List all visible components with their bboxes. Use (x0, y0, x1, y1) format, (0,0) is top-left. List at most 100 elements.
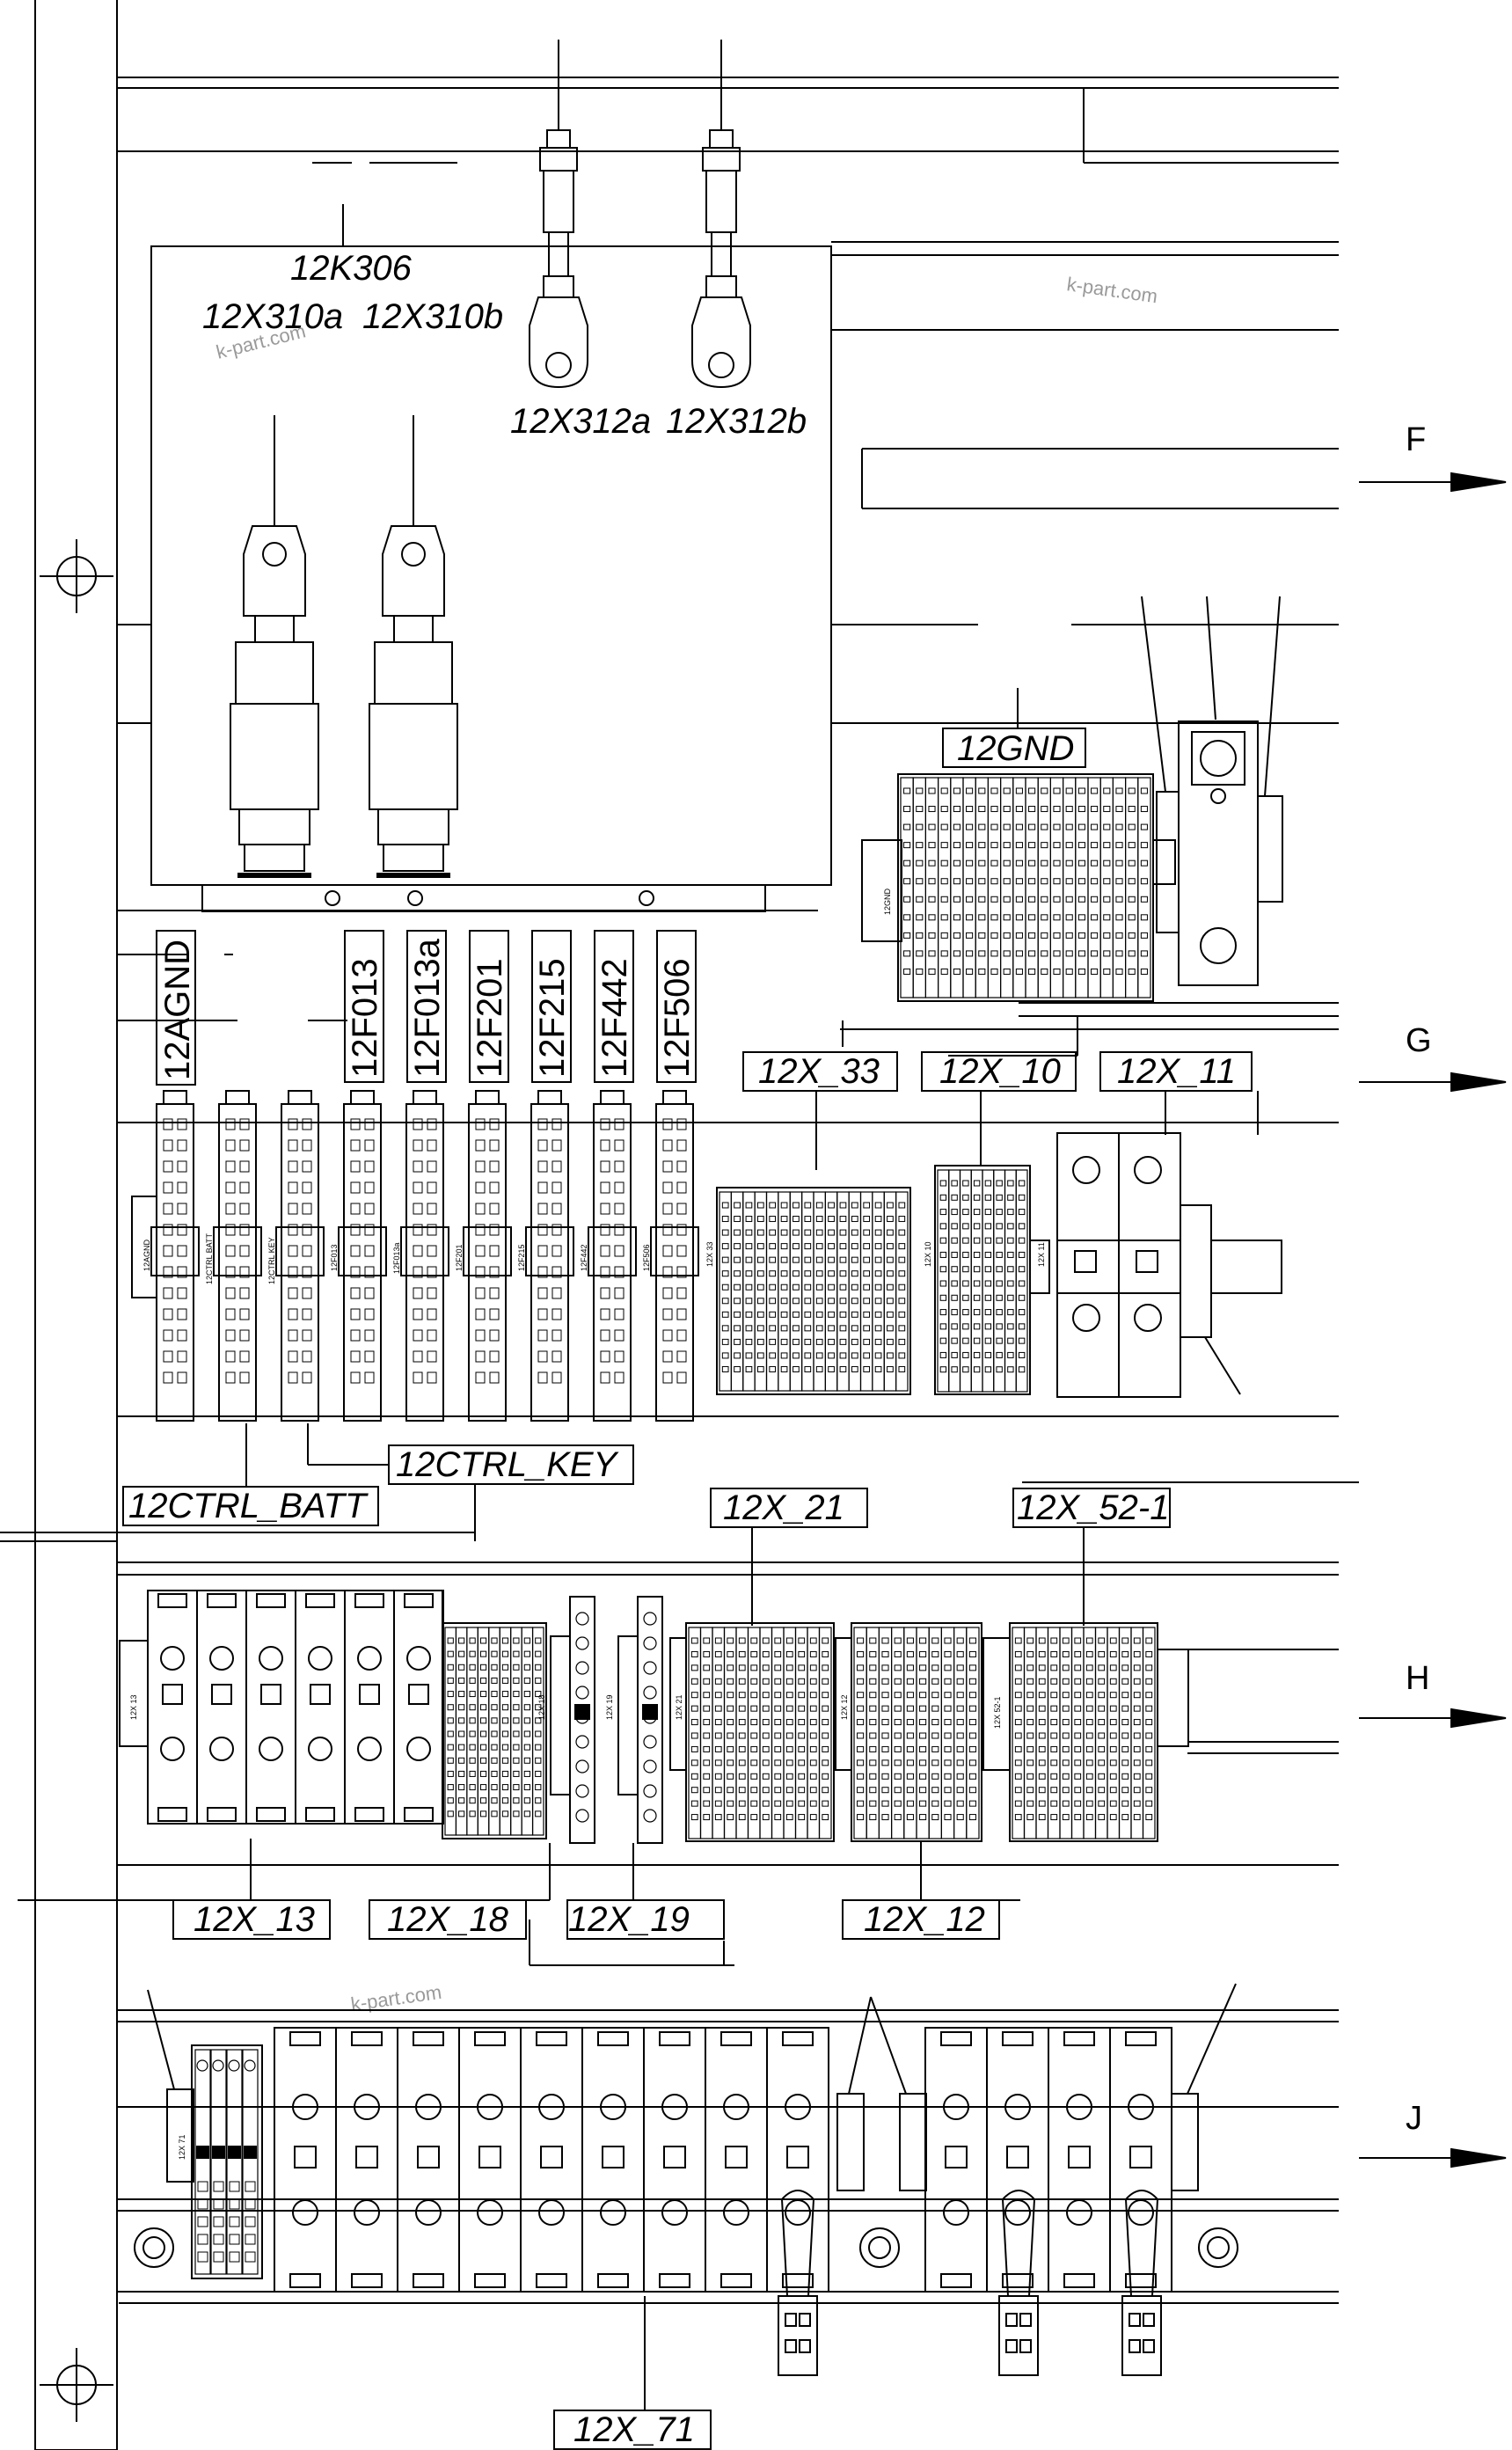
terminal-cutout (966, 896, 974, 903)
terminal-cutout (874, 1352, 882, 1359)
terminal-cutout (1115, 968, 1123, 975)
terminal-cutout (762, 1787, 770, 1794)
terminal-cutout (197, 2181, 208, 2192)
terminal-cutout (1018, 1237, 1026, 1244)
screw-terminal (538, 2094, 565, 2120)
label-12x11: 12X_11 (1117, 1052, 1236, 1091)
terminal-cutout (469, 1770, 476, 1777)
terminal-cutout (225, 1224, 236, 1236)
terminal-cutout (703, 1732, 711, 1739)
terminal-cutout (863, 1216, 871, 1223)
terminal-cutout (928, 878, 936, 885)
vlabel-12f506: 12F506 (658, 958, 697, 1078)
terminal-cutout (213, 2198, 224, 2210)
terminal-cutout (479, 1717, 487, 1724)
terminal-cutout (479, 1744, 487, 1751)
j-label-box (553, 2296, 712, 2450)
terminal-cutout (551, 1224, 562, 1236)
terminal-cutout (984, 1280, 992, 1287)
terminal-cutout (1098, 1664, 1106, 1671)
terminal-cutout (931, 1650, 939, 1657)
terminal-cutout (614, 1287, 625, 1299)
terminal-cutout (364, 1224, 375, 1236)
fuse-terminal (218, 1103, 257, 1422)
terminal-square (228, 2146, 241, 2159)
terminal-cutout (780, 1256, 788, 1263)
terminal-cutout (851, 1325, 858, 1332)
terminal-cutout (968, 1664, 976, 1671)
terminal-cutout (780, 1243, 788, 1250)
terminal-cutout (413, 1160, 423, 1173)
terminal-cutout (978, 968, 986, 975)
terminal-cutout (1014, 1787, 1022, 1794)
terminal-cutout (163, 1308, 173, 1320)
terminal-cutout (288, 1371, 298, 1384)
terminal-cutout (1098, 1745, 1106, 1752)
terminal-cutout (1053, 968, 1061, 975)
terminal-cutout (956, 1800, 964, 1807)
terminal-module-cap (1063, 2273, 1095, 2288)
terminal-cutout (815, 1325, 823, 1332)
terminal-module (986, 2027, 1049, 2293)
terminal-cutout (928, 950, 936, 957)
terminal-cutout (851, 1284, 858, 1291)
fuse-plug-slot (1143, 2339, 1155, 2353)
terminal-cutout (413, 1224, 423, 1236)
terminal-cutout (1018, 1294, 1026, 1301)
terminal-cutout (815, 1365, 823, 1372)
terminal-cutout (931, 1637, 939, 1644)
terminal-cutout (614, 1350, 625, 1363)
terminal-cutout (1026, 1814, 1034, 1821)
terminal-cutout (916, 968, 924, 975)
terminal-cutout (745, 1202, 753, 1209)
terminal-cutout (1145, 1773, 1153, 1780)
terminal-cutout (815, 1256, 823, 1263)
terminal-cutout (828, 1338, 835, 1345)
terminal-cutout (828, 1216, 835, 1223)
terminal-cutout (662, 1266, 673, 1278)
terminal-cutout (501, 1810, 509, 1817)
terminal-cutout (458, 1677, 465, 1684)
terminal-cutout (1038, 1719, 1046, 1726)
terminal-cutout (756, 1365, 764, 1372)
terminal-module-cap (354, 1593, 384, 1608)
terminal-cutout (1140, 950, 1148, 957)
terminal-cutout (1098, 1732, 1106, 1739)
terminal-cutout (427, 1139, 437, 1152)
terminal-cutout (973, 1237, 981, 1244)
terminal-cutout (953, 787, 961, 794)
terminal-cutout (956, 1759, 964, 1766)
terminal-cutout (919, 1705, 927, 1712)
terminal-cutout (364, 1371, 375, 1384)
terminal-cutout (703, 1650, 711, 1657)
terminal-cutout (996, 1251, 1003, 1258)
terminal-module (1109, 2027, 1172, 2293)
terminal-cutout (1077, 859, 1085, 867)
terminal-cutout (828, 1229, 835, 1236)
terminal-cutout (887, 1311, 894, 1318)
terminal-cutout (1003, 878, 1011, 885)
terminal-cutout (874, 1202, 882, 1209)
terminal-module-cap (413, 2273, 444, 2288)
terminal-module-cap (305, 1593, 335, 1608)
terminal-square (211, 1684, 232, 1705)
terminal-cutout (822, 1732, 829, 1739)
terminal-cutout (762, 1692, 770, 1699)
terminal-cutout (551, 1139, 562, 1152)
terminal-slat (1015, 1169, 1028, 1393)
terminal-cutout (163, 1203, 173, 1215)
terminal-cutout (350, 1160, 361, 1173)
screw-terminal (1004, 2094, 1031, 2120)
terminal-cutout (762, 1719, 770, 1726)
terminal-cutout (288, 1287, 298, 1299)
terminal-cutout (1041, 787, 1048, 794)
terminal-cutout (1103, 878, 1111, 885)
terminal-cutout (851, 1243, 858, 1250)
terminal-cutout (1007, 1337, 1014, 1344)
terminal-cutout (916, 842, 924, 849)
terminal-cutout (727, 1637, 734, 1644)
terminal-cutout (996, 1323, 1003, 1330)
terminal-cutout (501, 1664, 509, 1671)
terminal-cutout (887, 1270, 894, 1277)
terminal-cutout (501, 1797, 509, 1804)
